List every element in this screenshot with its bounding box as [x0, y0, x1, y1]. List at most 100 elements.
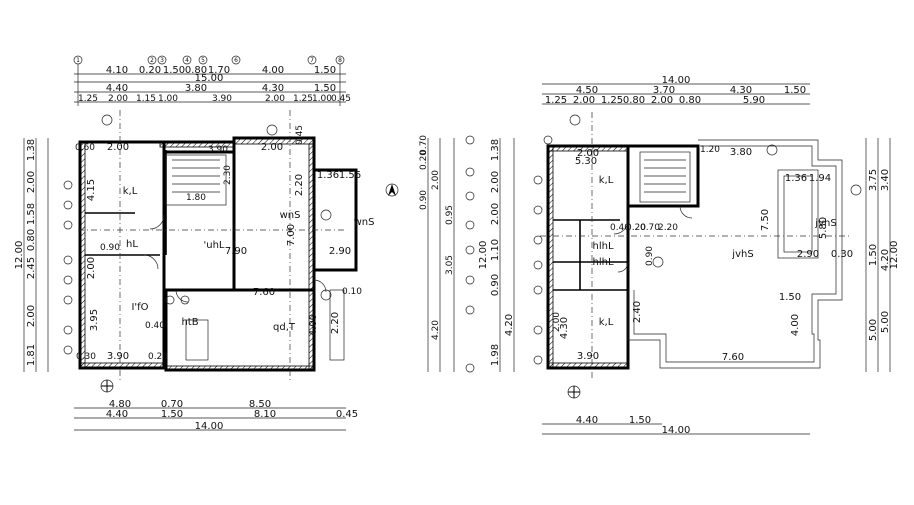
svg-text:3.90: 3.90: [212, 94, 232, 104]
svg-text:0.80: 0.80: [679, 95, 701, 106]
svg-text:4.00: 4.00: [308, 314, 319, 336]
svg-text:4.00: 4.00: [262, 65, 284, 76]
svg-text:2.20: 2.20: [658, 223, 678, 233]
grid-bubble-3: 3: [157, 55, 167, 65]
svg-text:4.50: 4.50: [576, 85, 598, 96]
svg-text:4.30: 4.30: [559, 317, 570, 339]
svg-text:3.75: 3.75: [868, 169, 879, 191]
top-dimension-lines: 4.10 0.20 1.50 0.80 1.70 4.00 1.50 15.00…: [74, 64, 351, 106]
room-label-toilet-2: hlhL: [592, 257, 613, 268]
svg-text:4.20: 4.20: [504, 314, 515, 336]
svg-text:2.00: 2.00: [651, 95, 673, 106]
svg-text:5.00: 5.00: [880, 311, 891, 333]
svg-text:2.00: 2.00: [490, 203, 501, 225]
svg-text:0.90: 0.90: [419, 190, 429, 210]
grid-bubble-2: 2: [147, 55, 157, 65]
svg-text:1.25: 1.25: [78, 94, 98, 104]
svg-text:1.50: 1.50: [779, 292, 801, 303]
svg-text:2.00: 2.00: [107, 142, 129, 153]
left-plan-internal-dimensions: 2.00 4.15 2.00 2.20 7.00 7.90 2.90 1.36 …: [75, 125, 362, 362]
room-label-stair-room: wnS: [280, 210, 301, 221]
svg-text:1.50: 1.50: [314, 83, 336, 94]
svg-text:1.25: 1.25: [293, 94, 313, 104]
svg-text:1.36: 1.36: [317, 170, 339, 181]
svg-text:4.20: 4.20: [880, 249, 891, 271]
room-label-side-room: wnS: [354, 217, 375, 228]
svg-text:0.95: 0.95: [445, 205, 455, 225]
svg-text:1.00: 1.00: [312, 94, 332, 104]
svg-text:7.50: 7.50: [760, 209, 771, 231]
svg-text:0.90: 0.90: [100, 243, 120, 253]
svg-text:2: 2: [150, 57, 154, 64]
room-label-side-room: jvhS: [814, 218, 836, 229]
svg-text:4.10: 4.10: [106, 65, 128, 76]
svg-text:4: 4: [185, 57, 189, 64]
svg-text:0.90: 0.90: [490, 274, 501, 296]
svg-text:5.00: 5.00: [868, 319, 879, 341]
room-label-kitchen-2: k,L: [599, 317, 614, 328]
svg-text:2.00: 2.00: [26, 305, 37, 327]
svg-text:0.10: 0.10: [342, 287, 362, 297]
svg-text:0.30: 0.30: [831, 249, 853, 260]
grid-bubble-4: 4: [182, 55, 192, 65]
bottom-dimension-lines: 4.80 0.70 8.50 4.40 1.50 8.10 0.45 14.00: [74, 399, 358, 432]
svg-text:0.80: 0.80: [26, 229, 37, 251]
room-label-kitchen: k,L: [123, 186, 138, 197]
grid-bubble-7: 7: [307, 55, 317, 65]
svg-text:5.80: 5.80: [818, 217, 829, 239]
svg-text:3.80: 3.80: [730, 147, 752, 158]
svg-text:0.30: 0.30: [76, 352, 96, 362]
room-label-office: I'fO: [131, 302, 148, 313]
left-floor-plan: 1 2 3 4 5 6 7 8 4.10 0.20 1.50 0.80 1.70…: [14, 55, 399, 432]
svg-text:4.40: 4.40: [576, 415, 598, 426]
svg-text:14.00: 14.00: [662, 75, 691, 86]
right-side-dimension-lines: 12.00 3.75 3.40 5.00 1.50 4.20 5.00: [865, 138, 900, 372]
svg-text:1.36: 1.36: [785, 173, 807, 184]
svg-text:3.90: 3.90: [577, 351, 599, 362]
right-plan-walls: [540, 112, 850, 380]
svg-text:1.50: 1.50: [784, 85, 806, 96]
svg-text:5.30: 5.30: [575, 156, 597, 167]
svg-text:1.70: 1.70: [208, 65, 230, 76]
right-bottom-dimension-lines: 4.40 1.50 14.00: [542, 415, 810, 436]
svg-text:4.15: 4.15: [86, 179, 97, 201]
svg-text:0.20: 0.20: [626, 223, 646, 233]
right-plan-room-labels: k,L jvhS jvhS k,L hlhL hlhL: [592, 175, 836, 328]
svg-text:2.00: 2.00: [265, 94, 285, 104]
svg-text:1.94: 1.94: [809, 173, 831, 184]
svg-text:1.25: 1.25: [545, 95, 567, 106]
svg-text:7.90: 7.90: [225, 246, 247, 257]
svg-text:0.60: 0.60: [75, 143, 95, 153]
svg-text:2.00: 2.00: [573, 95, 595, 106]
svg-text:2.00: 2.00: [261, 142, 283, 153]
svg-text:0.40: 0.40: [610, 223, 630, 233]
svg-text:1.98: 1.98: [490, 344, 501, 366]
svg-text:1.50: 1.50: [161, 409, 183, 420]
svg-text:8.50: 8.50: [249, 399, 271, 410]
svg-text:0.20: 0.20: [419, 150, 429, 170]
right-top-dimension-lines: 14.00 4.50 3.70 4.30 1.50 1.25 2.00 1.25…: [542, 75, 810, 106]
svg-text:12.00: 12.00: [478, 241, 489, 270]
svg-text:1.10: 1.10: [490, 239, 501, 261]
svg-text:1.56: 1.56: [339, 170, 361, 181]
svg-text:3.05: 3.05: [445, 255, 455, 275]
svg-text:1: 1: [76, 57, 80, 64]
svg-text:3.90: 3.90: [208, 145, 228, 155]
svg-text:1.50: 1.50: [868, 244, 879, 266]
middle-dimension-columns: 0.20 4.20 0.95 3.05 2.00 0.90 0.70 12.00…: [419, 135, 515, 373]
room-label-bath: htB: [181, 317, 198, 328]
svg-text:1.81: 1.81: [26, 344, 37, 366]
svg-text:2.20: 2.20: [294, 174, 305, 196]
svg-text:12.00: 12.00: [889, 241, 900, 270]
top-grid-bubbles: 1 2 3 4 5 6 7 8: [73, 55, 345, 65]
svg-text:4.30: 4.30: [262, 83, 284, 94]
svg-text:3.95: 3.95: [89, 309, 100, 331]
svg-text:4.80: 4.80: [109, 399, 131, 410]
svg-text:4.00: 4.00: [790, 314, 801, 336]
svg-text:14.00: 14.00: [195, 421, 224, 432]
svg-text:2.00: 2.00: [577, 148, 599, 159]
svg-text:1.50: 1.50: [314, 65, 336, 76]
svg-text:2.20: 2.20: [330, 312, 341, 334]
svg-text:1.25: 1.25: [601, 95, 623, 106]
left-plan-walls: [78, 110, 358, 380]
